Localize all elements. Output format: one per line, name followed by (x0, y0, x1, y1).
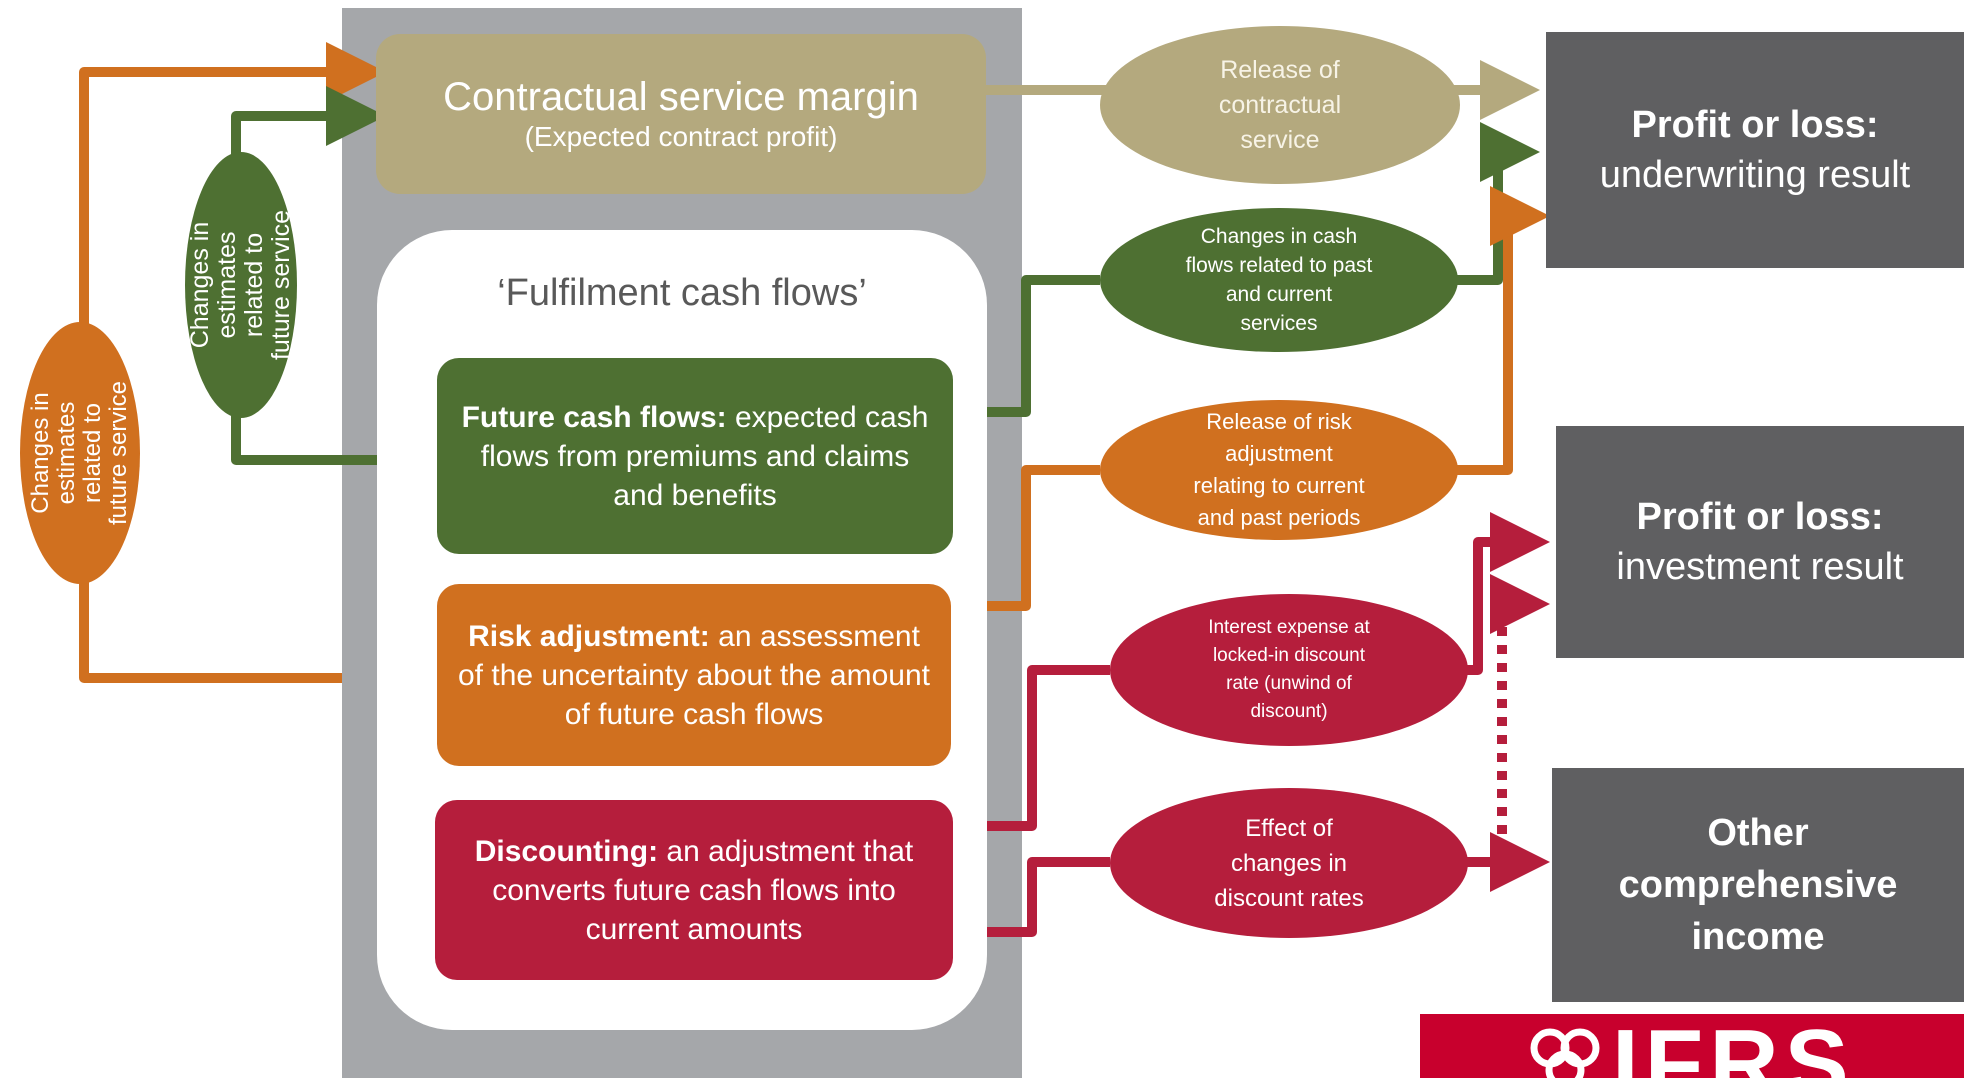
underwriting-result-heading: Profit or loss: (1631, 104, 1879, 146)
csm-title: Contractual service margin (443, 75, 919, 119)
csm-subtitle: (Expected contract profit) (524, 121, 838, 152)
future-cash-flows-box: Future cash flows: expected cash flows f… (437, 358, 953, 554)
interest-connector (953, 542, 1512, 831)
discounting-text: an adjustment that converts future cash … (492, 834, 914, 946)
investment-result-subtitle: investment result (1616, 546, 1904, 588)
release-risk-connector (951, 216, 1512, 611)
ifrs-logo-text: IFRS (1612, 1014, 1855, 1078)
oci-line-3: income (1691, 916, 1825, 958)
recycle-dotted-connector (1489, 574, 1550, 867)
risk-adjustment-text: an assessment of the uncertainty about t… (458, 619, 930, 731)
contractual-service-margin-box: Contractual service margin (Expected con… (376, 34, 986, 194)
future-cash-flows-text: expected cash flows from premiums and cl… (480, 400, 929, 512)
risk-adjustment-heading: Risk adjustment: (468, 619, 710, 653)
other-comprehensive-income-box: Other comprehensive income (1552, 768, 1964, 1002)
investment-result-box: Profit or loss: investment result (1556, 426, 1964, 658)
oci-line-1: Other (1707, 812, 1809, 854)
underwriting-result-box: Profit or loss: underwriting result (1546, 32, 1964, 268)
oci-line-2: comprehensive (1618, 864, 1898, 906)
risk-adjustment-box: Risk adjustment: an assessment of the un… (437, 584, 951, 766)
fulfilment-cash-flows-title: ‘Fulfilment cash flows’ (497, 272, 867, 314)
ifrs-logo: IFRS (1420, 1014, 1964, 1078)
discounting-box: Discounting: an adjustment that converts… (435, 800, 953, 980)
discounting-heading: Discounting: (474, 834, 659, 868)
investment-result-heading: Profit or loss: (1636, 496, 1884, 538)
underwriting-result-subtitle: underwriting result (1599, 154, 1911, 196)
ifrs-emblem-icon (1530, 1028, 1600, 1078)
future-cash-flows-heading: Future cash flows: (461, 400, 727, 434)
